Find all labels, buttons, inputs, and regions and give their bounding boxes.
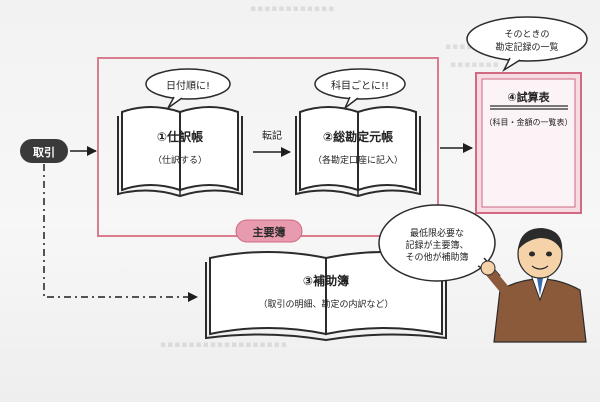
transaction-label: 取引 (33, 146, 55, 159)
bubble-ledger (314, 68, 406, 109)
explainer-line3: その他が補助簿 (405, 253, 469, 263)
background-text: ▪▪▪▪▪▪▪▪▪▪▪▪ (250, 4, 336, 14)
main-books-badge: 主要簿 (252, 226, 286, 239)
journal-title: ①仕訳帳 (156, 130, 204, 144)
ledger-title: ②総勘定元帳 (322, 130, 394, 144)
subsidiary-title: ③補助簿 (302, 274, 350, 288)
ledger-bubble-text: 科目ごとに!! (330, 81, 390, 92)
subsidiary-subtitle: （取引の明細、勘定の内訳など） (258, 300, 394, 310)
trial-balance-subtitle: （科目・金額の一覧表） (484, 118, 573, 127)
main-books-badge-shape (235, 219, 303, 243)
background-text: ▪▪▪▪▪▪▪ (450, 60, 500, 70)
waving-man-illustration (480, 228, 587, 343)
posting-label: 転記 (262, 131, 282, 142)
explainer-line2: 記録が主要簿、 (405, 241, 469, 251)
explainer-line1: 最低限必要な (409, 229, 464, 239)
journal-subtitle: （仕訳する） (152, 156, 207, 166)
trial-balance-bubble-line2: 勘定記録の一覧 (495, 43, 559, 53)
trial-balance-title: ④試算表 (507, 91, 550, 104)
ledger-subtitle: （各勘定口座に記入） (312, 156, 403, 166)
background-text: ▪▪▪▪▪▪▪▪▪▪▪▪▪▪▪▪▪▪ (160, 340, 288, 350)
bubble-trial-balance (466, 16, 588, 73)
trial-balance-bubble-line1: そのときの (504, 30, 550, 40)
open-book-icon (117, 106, 243, 198)
transaction-node (20, 139, 68, 163)
open-book-icon (295, 106, 421, 198)
journal-bubble-text: 日付順に! (165, 81, 210, 92)
bubble-journal (145, 68, 231, 109)
background-text: ▪▪▪▪▪▪▪ (445, 42, 495, 52)
